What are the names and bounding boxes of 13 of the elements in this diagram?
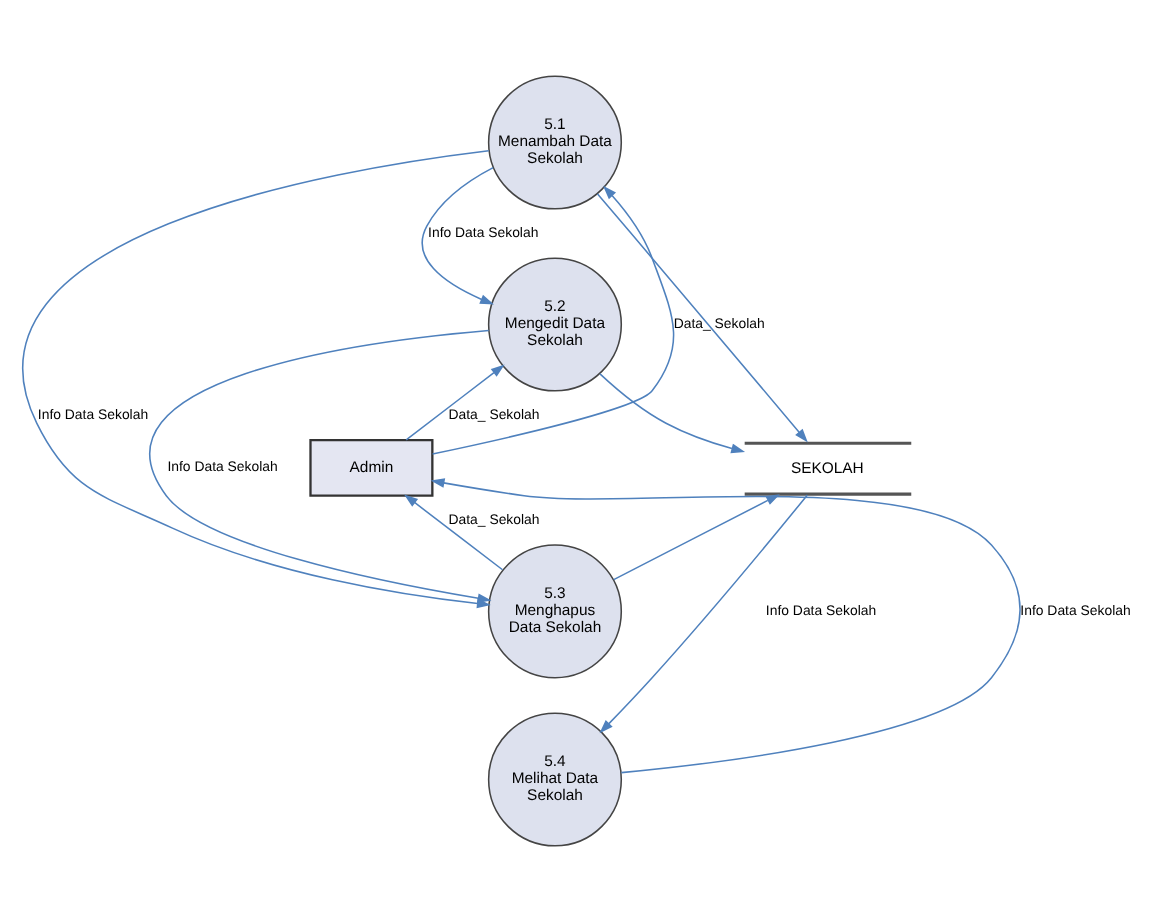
arrow: [431, 184, 675, 454]
arrow: [421, 165, 494, 304]
node-circle: 5.3 Menghapus Data Sekolah: [487, 543, 623, 678]
arrow: [150, 328, 492, 603]
node-circle: 5.1 Menambah Data Sekolah: [487, 74, 623, 209]
arrow: [599, 372, 746, 453]
arrow: [404, 493, 504, 570]
node-box: Admin: [309, 438, 434, 496]
node-text: SEKOLAH: [790, 457, 864, 476]
arrow: [596, 192, 808, 442]
arrow: [430, 477, 1021, 773]
arrow: [405, 363, 505, 440]
node-circle: 5.4 Melihat Data Sekolah: [487, 711, 623, 846]
